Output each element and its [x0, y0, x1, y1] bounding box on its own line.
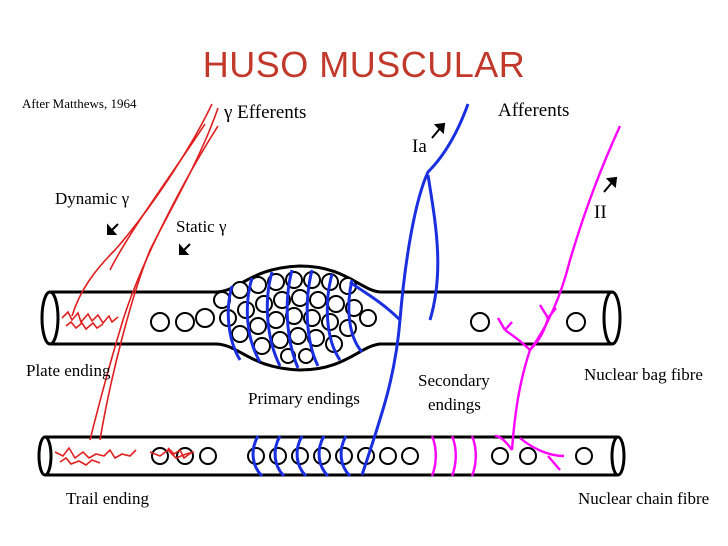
secondary-endings-label-2: endings	[428, 395, 481, 414]
ii-secondary-afferent	[430, 125, 622, 477]
nuclear-chain-fibre-label: Nuclear chain fibre	[578, 489, 709, 508]
static-gamma-label: Static γ	[176, 217, 227, 236]
plate-ending-label: Plate ending	[26, 361, 111, 380]
chain-nuclei	[151, 447, 593, 465]
ii-label: II	[594, 202, 607, 223]
dynamic-gamma-label: Dynamic γ	[55, 189, 130, 208]
secondary-endings-label-1: Secondary	[418, 371, 490, 390]
ia-primary-afferent	[226, 103, 470, 478]
arrow-icon	[107, 122, 618, 255]
citation-label: After Matthews, 1964	[22, 96, 137, 111]
primary-endings-label: Primary endings	[248, 389, 360, 408]
ia-label: Ia	[412, 136, 427, 157]
gamma-efferents-label: γ Efferents	[223, 102, 306, 123]
nuclear-bag-fibre-label: Nuclear bag fibre	[584, 365, 703, 384]
afferents-label: Afferents	[498, 100, 569, 121]
trail-ending-label: Trail ending	[66, 489, 149, 508]
gamma-efferents	[54, 103, 219, 466]
page-title: HUSO MUSCULAR	[202, 44, 526, 85]
